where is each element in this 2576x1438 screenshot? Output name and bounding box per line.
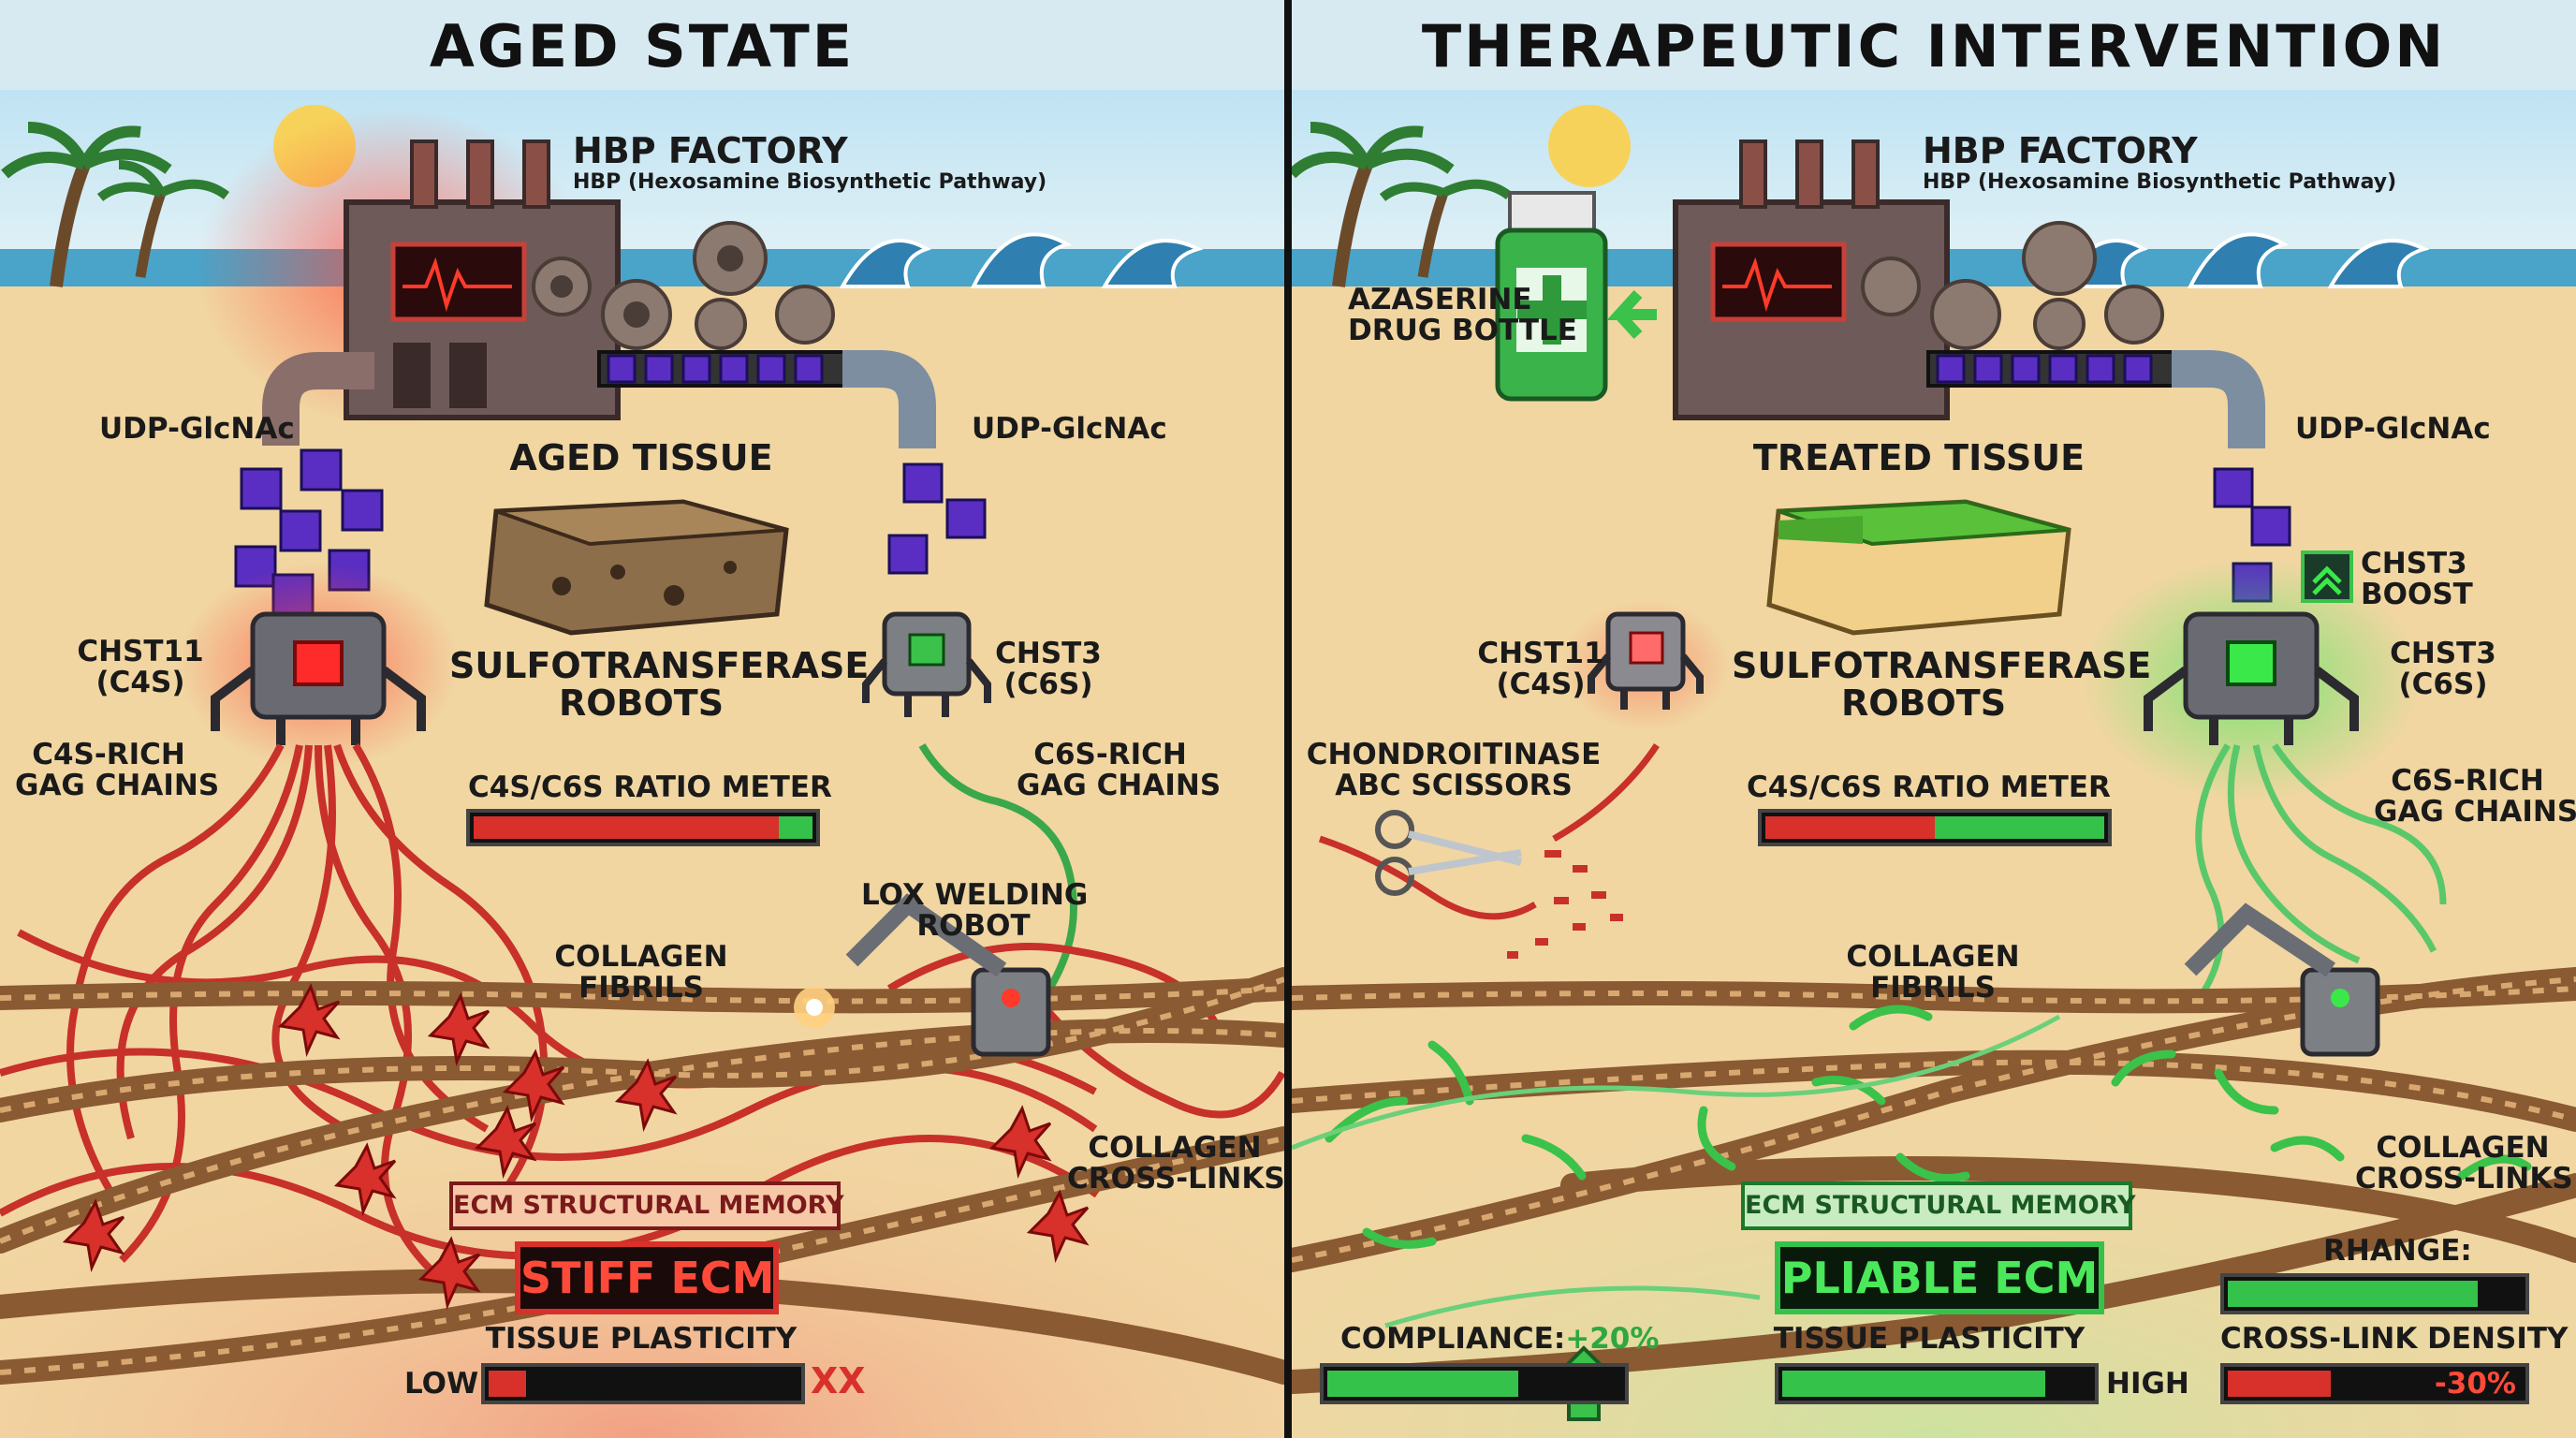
ratio-c4s-fill bbox=[1765, 816, 1935, 839]
wave-icon bbox=[839, 232, 1204, 288]
compliance-fill bbox=[1327, 1371, 1519, 1397]
aged-panel-title: AGED STATE bbox=[0, 0, 1284, 90]
udp-cube-icon bbox=[607, 354, 824, 384]
ratio-meter-label: C4S/C6S RATIO METER bbox=[468, 770, 832, 804]
compliance-meter bbox=[1320, 1363, 1629, 1404]
azaserine-bottle-icon bbox=[1495, 191, 1608, 402]
right-pipe bbox=[2172, 350, 2265, 448]
compliance-value: +20% bbox=[1565, 1322, 1660, 1356]
hbp-factory-title: HBP FACTORY bbox=[573, 130, 848, 171]
plasticity-meter bbox=[481, 1363, 805, 1404]
udp-label-right: UDP-GlcNAc bbox=[972, 412, 1167, 446]
chst11-robot bbox=[211, 611, 426, 745]
ratio-c6s-fill bbox=[1935, 816, 2104, 839]
ratio-c4s-fill bbox=[474, 816, 779, 839]
gear-icon bbox=[1861, 221, 2164, 350]
palm-tree-icon bbox=[1, 122, 230, 287]
lox-welding-robot bbox=[794, 893, 1051, 1057]
ratio-meter-label: C4S/C6S RATIO METER bbox=[1747, 770, 2111, 804]
gear-icon bbox=[532, 221, 835, 350]
crosslink-star-icon bbox=[62, 983, 1090, 1311]
hbp-factory bbox=[1673, 139, 1950, 420]
chst11-label: CHST11 (C4S) bbox=[77, 635, 204, 699]
compliance-label-text: COMPLIANCE: bbox=[1340, 1322, 1566, 1356]
collagen-fibrils-label: COLLAGEN FIBRILS bbox=[1846, 940, 2020, 1005]
chst3-robot bbox=[862, 611, 991, 717]
scissors-label: CHONDROITINASE ABC SCISSORS bbox=[1306, 738, 1602, 802]
gag-fragment-icon bbox=[1507, 850, 1623, 959]
plasticity-high-label: HIGH bbox=[2106, 1367, 2189, 1401]
right-pipe bbox=[842, 350, 936, 448]
c4s-fragment-chain bbox=[1318, 835, 1537, 920]
udp-label-right: UDP-GlcNAc bbox=[2295, 412, 2491, 446]
lox-welding-robot bbox=[2184, 902, 2380, 1057]
plasticity-low-label: LOW bbox=[404, 1367, 479, 1401]
crosslink-density-label: CROSS-LINK DENSITY bbox=[2220, 1322, 2569, 1356]
hbp-factory-title: HBP FACTORY bbox=[1923, 130, 2198, 171]
c6s-chain bbox=[1292, 1014, 2061, 1328]
chst3-label: CHST3 (C6S) bbox=[2390, 637, 2496, 701]
chst3-label: CHST3 (C6S) bbox=[995, 637, 1102, 701]
c6s-chain bbox=[2195, 743, 2447, 1000]
ratio-meter bbox=[466, 809, 820, 846]
fail-mark: XX bbox=[811, 1360, 866, 1401]
chst3-robot bbox=[2144, 611, 2359, 745]
plasticity-label: TISSUE PLASTICITY bbox=[485, 1322, 798, 1356]
ratio-c6s-fill bbox=[778, 816, 812, 839]
ecm-memory-badge: ECM STRUCTURAL MEMORY bbox=[449, 1181, 844, 1230]
chst11-label: CHST11 (C4S) bbox=[1477, 637, 1604, 701]
crosslinks-label: COLLAGEN CROSS-LINKS bbox=[2355, 1131, 2573, 1196]
chst3-boost-icon bbox=[2301, 550, 2353, 603]
c6s-chains-label: C6S-RICH GAG CHAINS bbox=[1017, 738, 1222, 802]
heartbeat-monitor bbox=[390, 242, 527, 322]
chst11-robot bbox=[1588, 611, 1704, 710]
treated-panel: THERAPEUTIC INTERVENTION bbox=[1292, 0, 2576, 1438]
hbp-factory-subtitle: HBP (Hexosamine Biosynthetic Pathway) bbox=[1923, 170, 2397, 194]
left-pipe bbox=[262, 352, 374, 446]
ecm-state-badge: PLIABLE ECM bbox=[1775, 1241, 2104, 1314]
treated-panel-title: THERAPEUTIC INTERVENTION bbox=[1292, 0, 2576, 90]
ecm-memory-badge: ECM STRUCTURAL MEMORY bbox=[1741, 1181, 2136, 1230]
plasticity-label: TISSUE PLASTICITY bbox=[1773, 1322, 2086, 1356]
change-meter bbox=[2220, 1273, 2529, 1314]
robots-label: SULFOTRANSFERASE ROBOTS bbox=[449, 645, 870, 724]
change-fill bbox=[2228, 1281, 2478, 1307]
aged-state-panel: AGED STATE bbox=[0, 0, 1284, 1438]
sun-icon bbox=[1548, 105, 1631, 187]
c6s-chains-label: C6S-RICH GAG CHAINS bbox=[2374, 764, 2576, 829]
aged-tissue-label: AGED TISSUE bbox=[509, 437, 773, 478]
c4s-fragment-chain bbox=[1552, 743, 1660, 843]
ratio-meter bbox=[1758, 809, 2112, 846]
treated-tissue-label: TREATED TISSUE bbox=[1752, 437, 2086, 478]
scissors-icon bbox=[1375, 810, 1522, 896]
aged-scene bbox=[0, 90, 1284, 1438]
c6s-chain bbox=[918, 742, 1077, 1001]
crosslink-density-value: -30% bbox=[2434, 1367, 2516, 1401]
lox-robot-label: LOX WELDING ROBOT bbox=[861, 878, 1089, 943]
crosslinks-label: COLLAGEN CROSS-LINKS bbox=[1067, 1131, 1284, 1196]
collagen-fibrils-label: COLLAGEN FIBRILS bbox=[554, 940, 728, 1005]
inhibit-arrow-icon bbox=[1606, 289, 1657, 340]
chst3-boost-label: CHST3 BOOST bbox=[2361, 547, 2473, 611]
crosslink-density-meter: -30% bbox=[2220, 1363, 2529, 1404]
plasticity-meter bbox=[1775, 1363, 2099, 1404]
palm-tree-icon bbox=[1292, 122, 1513, 287]
treated-tissue-block bbox=[1766, 499, 2071, 636]
ecm-state-badge: STIFF ECM bbox=[515, 1241, 779, 1314]
hbp-factory-subtitle: HBP (Hexosamine Biosynthetic Pathway) bbox=[573, 170, 1047, 194]
drug-bottle-label: AZASERINE DRUG BOTTLE bbox=[1348, 283, 1577, 347]
robots-label: SULFOTRANSFERASE ROBOTS bbox=[1732, 645, 2152, 724]
panel-divider bbox=[1284, 0, 1292, 1438]
aged-tissue-block bbox=[484, 499, 789, 636]
crosslink-density-fill bbox=[2228, 1371, 2331, 1397]
plasticity-fill bbox=[489, 1371, 526, 1397]
compliance-label: COMPLIANCE:+20% bbox=[1340, 1324, 1659, 1355]
change-label: RHANGE: bbox=[2323, 1234, 2472, 1268]
udp-label-left: UDP-GlcNAc bbox=[99, 412, 295, 446]
c4s-chains-label: C4S-RICH GAG CHAINS bbox=[15, 738, 220, 802]
plasticity-fill bbox=[1782, 1371, 2045, 1397]
